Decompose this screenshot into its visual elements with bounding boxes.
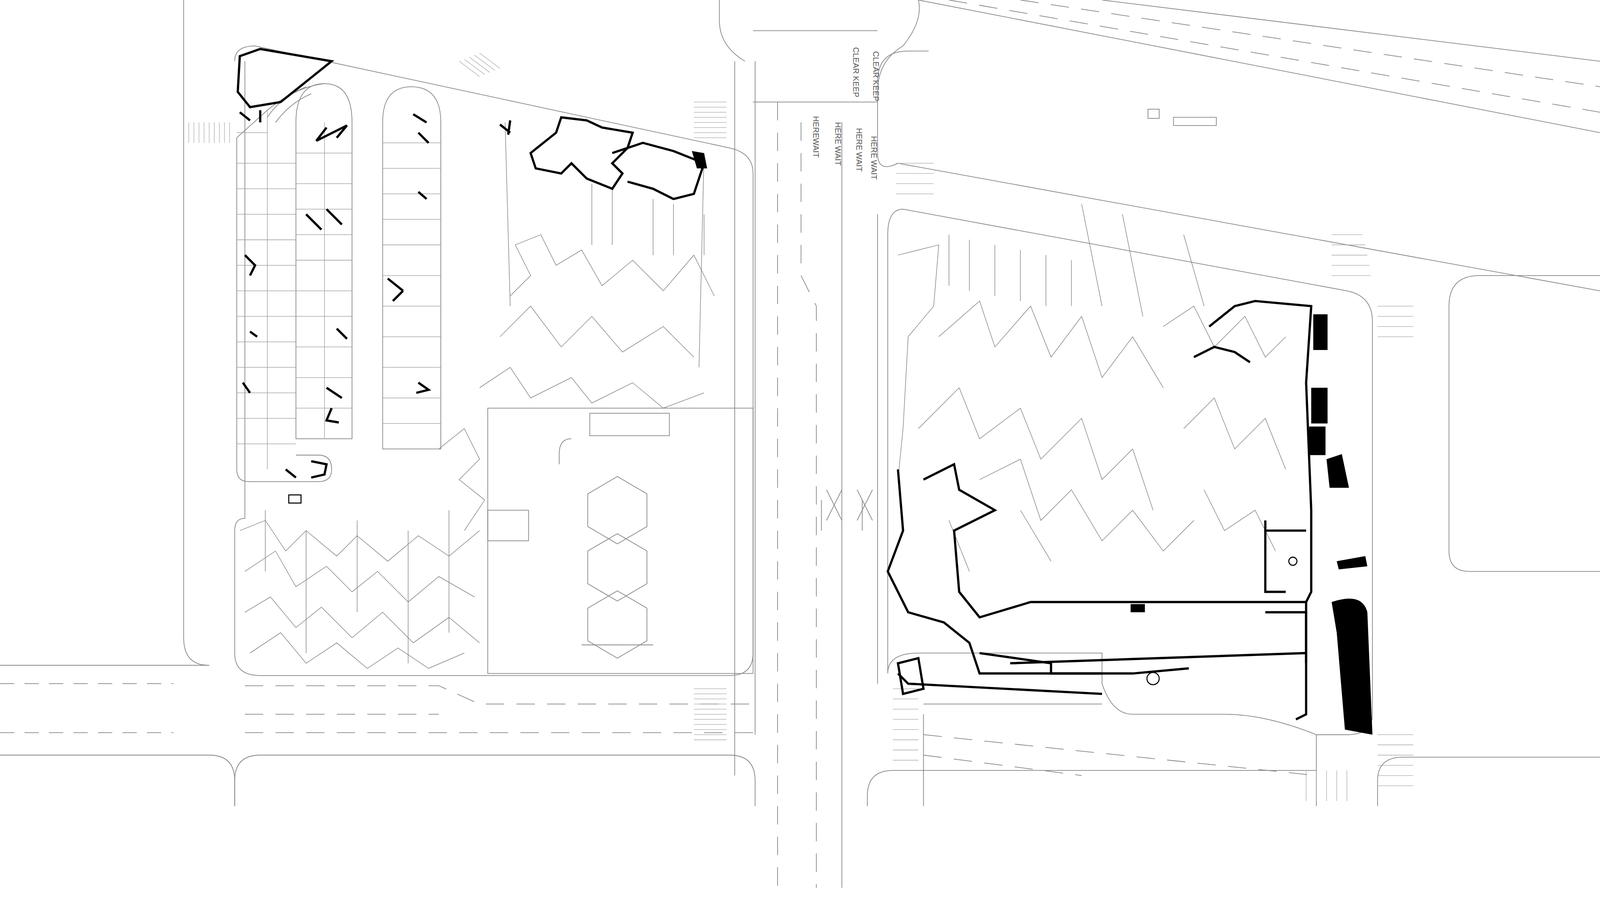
- road-marking: HERE: [812, 116, 820, 139]
- road-marking: CLEAR: [872, 51, 880, 78]
- road-marking: WAIT: [855, 152, 864, 172]
- road-marking: HERE: [834, 122, 842, 145]
- road-marking: HERE: [870, 136, 878, 159]
- road-marking: KEEP: [872, 80, 880, 102]
- road-marking: WAIT: [834, 146, 842, 166]
- road-marking: KEEP: [852, 76, 860, 98]
- road-marking: WAIT: [812, 138, 820, 158]
- road-marking: CLEAR: [852, 47, 860, 74]
- road-marking: HERE: [855, 128, 864, 151]
- road-marking: WAIT: [870, 160, 878, 180]
